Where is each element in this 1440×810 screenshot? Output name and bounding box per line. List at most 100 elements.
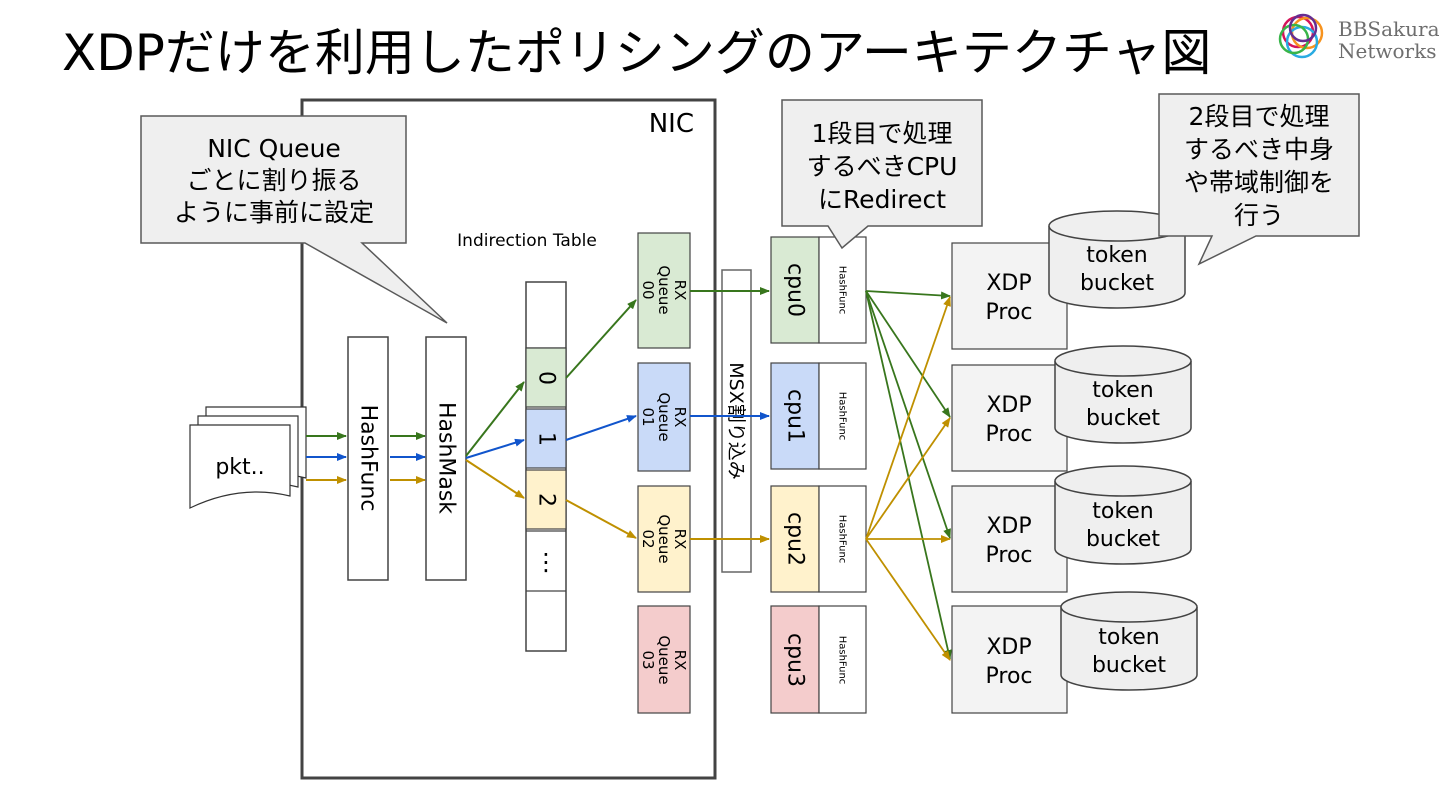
arrow-hashmask-entry2 — [465, 459, 525, 499]
token-bucket-1-line1: token — [1092, 378, 1154, 403]
cpu-0: cpu0 HashFunc — [770, 236, 867, 344]
xdp-proc-3-line1: XDP — [986, 635, 1031, 660]
callout-redirect-line1: 1段目で処理 — [812, 119, 953, 148]
callout-second-stage-line1: 2段目で処理 — [1189, 102, 1330, 131]
packet-label: pkt.. — [215, 455, 264, 480]
token-bucket-2-line2: bucket — [1086, 527, 1160, 552]
callout-second-stage-line4: 行う — [1234, 201, 1284, 230]
packet-stack-icon — [189, 406, 307, 509]
cpu-3-label: cpu3 — [783, 633, 808, 687]
cpu-3: cpu3 HashFunc — [770, 605, 867, 714]
callout-second-stage-line2: するべき中身 — [1184, 135, 1334, 164]
xdp-proc-2-line1: XDP — [986, 514, 1031, 539]
xdp-proc-0-line2: Proc — [986, 300, 1033, 325]
arrow-entry1-rxq01 — [565, 415, 637, 441]
rx-queue-03: RX Queue 03 — [637, 605, 691, 714]
callout-nic-queue-line1: NIC Queue — [207, 134, 341, 163]
token-bucket-3: token bucket — [1060, 591, 1198, 691]
arrow-entry2-rxq02 — [565, 499, 637, 539]
table-entry-2-label: 2 — [534, 493, 559, 507]
cpu-1-hashfunc: HashFunc — [837, 392, 848, 441]
msx-interrupt-label: MSX割り込み — [725, 362, 747, 479]
rx-queue-01: RX Queue 01 — [637, 362, 691, 472]
arrow-cpu0-xdp0 — [865, 290, 951, 300]
arrow-cpu0-xdp3 — [865, 290, 952, 660]
arrow-cpu0-xdp1 — [865, 290, 951, 418]
token-bucket-2-line1: token — [1092, 499, 1154, 524]
xdp-proc-0-line1: XDP — [986, 271, 1031, 296]
table-entry-2 — [525, 469, 567, 530]
rx-queue-02: RX Queue 02 — [637, 485, 691, 593]
cpu-0-label: cpu0 — [783, 263, 808, 317]
xdp-proc-1-line2: Proc — [986, 422, 1033, 447]
cpu-2-label: cpu2 — [783, 512, 808, 566]
token-bucket-2: token bucket — [1054, 465, 1192, 565]
callout-second-stage-line3: や帯域制御を — [1184, 168, 1334, 197]
rx-queue-00: RX Queue 00 — [637, 232, 691, 349]
xdp-proc-3-line2: Proc — [986, 664, 1033, 689]
rx-queue-02-line2: Queue — [655, 514, 673, 563]
bbsakura-logo: BBSakura Networks — [1272, 6, 1440, 68]
token-bucket-0-line2: bucket — [1080, 271, 1154, 296]
cpu-1-label: cpu1 — [783, 389, 808, 443]
table-entry-0 — [525, 347, 567, 408]
callout-second-stage — [1158, 93, 1360, 266]
rx-queue-01-line1: RX — [671, 407, 689, 428]
logo-text-line1: BBSakura — [1338, 17, 1440, 41]
hashmask-label: HashMask — [434, 402, 459, 514]
token-bucket-0: token bucket — [1048, 210, 1186, 309]
cpu-2-hashfunc: HashFunc — [837, 515, 848, 564]
callout-redirect — [781, 99, 983, 250]
arrow-cpu2-xdp0 — [865, 296, 951, 540]
callout-redirect-line2: するべきCPU — [807, 152, 958, 181]
hashmask-box — [425, 336, 467, 581]
page-title: XDPだけを利用したポリシングのアーキテクチャ図 — [62, 24, 1212, 82]
xdp-proc-2-line2: Proc — [986, 543, 1033, 568]
callout-redirect-line3: にRedirect — [818, 185, 946, 214]
callout-nic-queue-line2: ごとに割り振る — [186, 166, 361, 195]
table-entry-1 — [525, 408, 567, 469]
nic-label: NIC — [649, 109, 694, 139]
rx-queue-00-line2: Queue — [655, 265, 673, 314]
rx-queue-03-line1: RX — [671, 650, 689, 671]
cpu-2: cpu2 HashFunc — [770, 485, 867, 593]
xdp-proc-0: XDP Proc — [951, 242, 1068, 350]
logo-mark-icon — [1278, 13, 1324, 59]
token-bucket-3-line2: bucket — [1092, 653, 1166, 678]
xdp-proc-1-line1: XDP — [986, 393, 1031, 418]
table-entry-1-label: 1 — [534, 432, 559, 446]
arrow-cpu0-xdp2 — [865, 290, 951, 539]
rx-queue-03-line2: Queue — [655, 635, 673, 684]
table-entry-0-label: 0 — [534, 371, 559, 385]
logo-text-line2: Networks — [1338, 39, 1437, 63]
xdp-proc-3: XDP Proc — [951, 605, 1068, 714]
token-bucket-0-line1: token — [1086, 243, 1148, 268]
hashfunc-box — [347, 336, 389, 581]
table-entry-ellipsis: ⋮ — [534, 548, 558, 576]
token-bucket-1-line2: bucket — [1086, 406, 1160, 431]
token-bucket-1: token bucket — [1054, 345, 1192, 444]
callout-nic-queue — [140, 115, 448, 324]
arrow-cpu2-xdp1 — [865, 417, 951, 540]
rx-queue-02-line1: RX — [671, 529, 689, 550]
arrow-hashmask-entry0 — [465, 381, 525, 457]
cpu-1: cpu1 HashFunc — [770, 362, 867, 470]
xdp-proc-2: XDP Proc — [951, 485, 1068, 593]
indirection-table-label: Indirection Table — [457, 231, 597, 251]
xdp-proc-1: XDP Proc — [951, 364, 1068, 472]
arrow-hashmask-entry1 — [465, 438, 525, 459]
rx-queue-00-line3: 00 — [639, 280, 657, 299]
callout-nic-queue-line3: ように事前に設定 — [174, 198, 374, 227]
arrow-entry0-rxq00 — [565, 299, 637, 379]
rx-queue-00-line1: RX — [671, 280, 689, 301]
cpu-3-hashfunc: HashFunc — [837, 636, 848, 685]
token-bucket-3-line1: token — [1098, 625, 1160, 650]
rx-queue-03-line3: 03 — [639, 650, 657, 669]
rx-queue-01-line3: 01 — [639, 407, 657, 426]
rx-queue-02-line3: 02 — [639, 529, 657, 548]
hashfunc-label: HashFunc — [356, 405, 381, 512]
rx-queue-01-line2: Queue — [655, 392, 673, 441]
msx-interrupt-box — [721, 269, 752, 573]
arrow-cpu2-xdp3 — [865, 538, 951, 661]
